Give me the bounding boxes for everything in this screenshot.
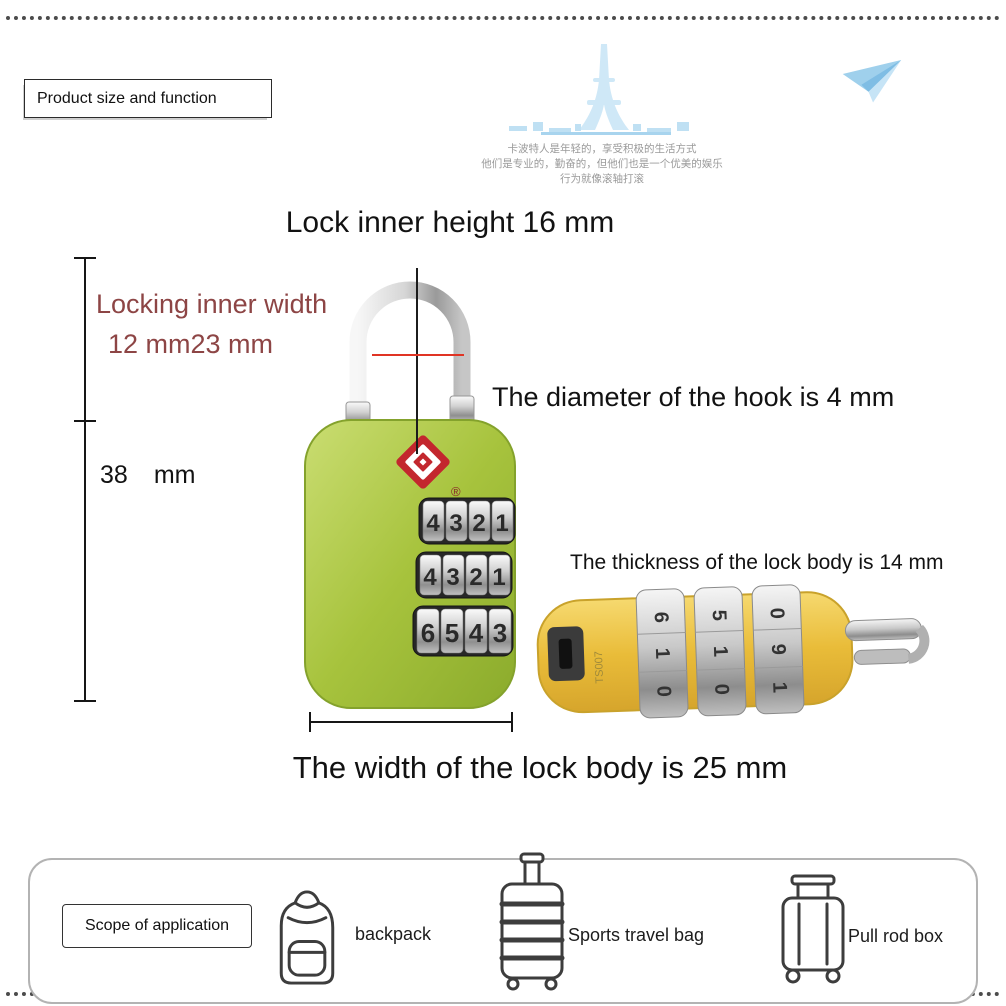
body-width-label: The width of the lock body is 25 mm	[292, 750, 788, 785]
product-size-badge-label: Product size and function	[37, 89, 217, 107]
height-measure-tick-middle	[74, 420, 96, 422]
green-lock-dial-row-3: 6 5 4 3	[412, 605, 514, 657]
watermark-line-3: 行为就像滚轴打滚	[560, 173, 644, 185]
dial-digit: 3	[493, 618, 507, 648]
dial-digit: 1	[651, 647, 673, 659]
dial-digit: 0	[766, 607, 788, 619]
green-lock-dial-row-2: 4 3 2 1	[415, 551, 513, 599]
dial-digit: 3	[446, 564, 459, 591]
height-measure-line	[84, 258, 86, 702]
yellow-padlock-image: TS007 6 1 0 5 1 0 0 9 1	[536, 584, 930, 719]
watermark-line-1: 卡波特人是年轻的，享受积极的生活方式	[507, 143, 697, 155]
applications-panel: Scope of application backpack	[28, 852, 978, 1004]
dial-digit: 3	[449, 510, 462, 537]
width-measure-line	[309, 721, 513, 723]
watermark-line-2: 他们是专业的，勤奋的，但他们也是一个优美的娱乐	[481, 158, 723, 170]
dial-digit: 5	[445, 618, 459, 648]
hook-diameter-label: The diameter of the hook is 4 mm	[492, 382, 895, 412]
dial-digit: 2	[469, 564, 482, 591]
yellow-lock-marking: TS007	[593, 651, 606, 684]
green-padlock-image: ® 4 3 2 1 4 3 2 1	[304, 281, 516, 709]
thickness-label: The thickness of the lock body is 14 mm	[570, 551, 944, 574]
registered-mark: ®	[451, 484, 461, 499]
eiffel-tower-icon	[509, 44, 689, 135]
height-measure-tick-bottom	[74, 700, 96, 702]
application-label-travel-bag: Sports travel bag	[568, 925, 705, 945]
width-measure-tick-right	[511, 712, 513, 732]
dial-digit: 4	[426, 510, 440, 537]
inner-width-label-line2: 12 mm23 mm	[108, 329, 274, 359]
shackle-width-red-line	[372, 354, 464, 356]
product-size-badge: Product size and function	[24, 79, 272, 118]
body-height-value: 38	[100, 461, 128, 489]
dial-digit: 4	[423, 564, 437, 591]
application-label-backpack: backpack	[355, 924, 432, 944]
chinese-watermark-text: 卡波特人是年轻的，享受积极的生活方式 他们是专业的，勤奋的，但他们也是一个优美的…	[478, 142, 726, 187]
scope-of-application-label: Scope of application	[84, 917, 230, 934]
application-label-pull-rod-box: Pull rod box	[848, 926, 944, 946]
width-measure-tick-left	[309, 712, 311, 732]
yellow-lock-shackle	[844, 618, 930, 665]
pull-rod-box-icon	[781, 874, 845, 984]
dial-digit: 6	[650, 611, 672, 623]
inner-height-label: Lock inner height 16 mm	[285, 206, 615, 239]
yellow-lock-dials: 6 1 0 5 1 0 0 9 1	[635, 584, 805, 719]
backpack-icon	[279, 890, 335, 985]
dial-digit: 0	[652, 685, 674, 697]
body-height-label: 38 mm	[100, 461, 195, 490]
dial-digit: 1	[709, 645, 731, 657]
green-lock-shackle	[349, 281, 471, 430]
inner-width-label-line1: Locking inner width	[96, 289, 328, 319]
dial-digit: 1	[768, 681, 790, 693]
green-lock-dial-row-1: 4 3 2 1	[418, 497, 516, 545]
travel-bag-icon	[499, 852, 565, 991]
scope-of-application-box: Scope of application	[62, 904, 252, 948]
shackle-center-line	[416, 268, 418, 454]
dial-digit: 5	[708, 609, 730, 621]
tsa-logo	[396, 435, 450, 489]
dial-digit: 9	[767, 643, 789, 655]
paper-plane-icon	[842, 60, 902, 103]
dial-digit: 4	[469, 618, 484, 648]
dial-digit: 1	[495, 510, 508, 537]
top-dotted-border	[6, 16, 1000, 20]
dial-digit: 6	[421, 618, 435, 648]
dial-digit: 1	[492, 564, 505, 591]
body-height-unit: mm	[153, 461, 196, 489]
dial-digit: 2	[472, 510, 485, 537]
dial-digit: 0	[710, 683, 732, 695]
height-measure-tick-top	[74, 257, 96, 259]
